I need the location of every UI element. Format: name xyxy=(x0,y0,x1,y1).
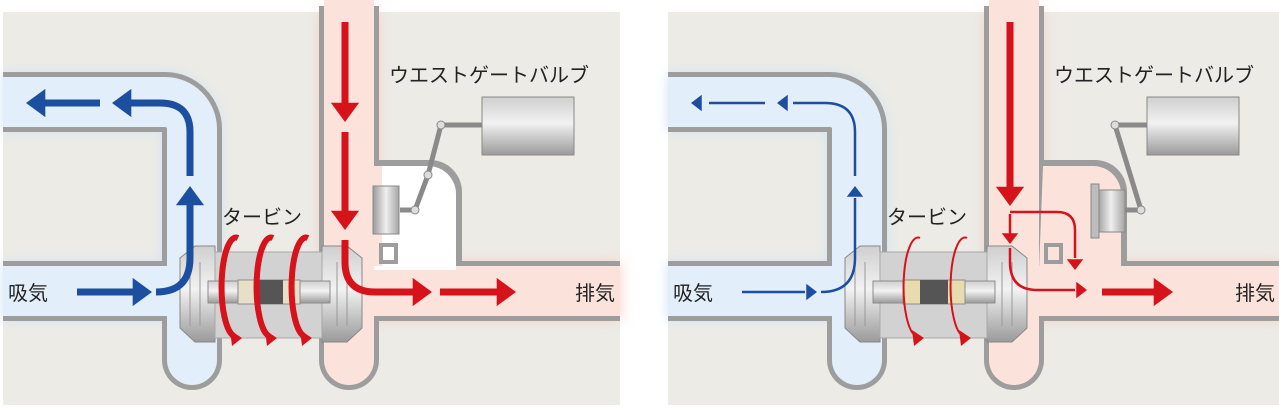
intake-arrow-head xyxy=(846,186,864,197)
intake-arrow-head xyxy=(806,283,817,301)
intake-arrow xyxy=(820,198,857,294)
exhaust-arrow xyxy=(1008,248,1075,292)
rotation-arrow-head xyxy=(300,330,312,346)
actuator-body xyxy=(1146,96,1240,156)
rotation-arrow-head xyxy=(230,330,242,346)
rotation-arrow-head xyxy=(912,330,924,346)
rod-joint xyxy=(423,170,433,180)
valve-face xyxy=(1090,183,1100,239)
shaft-core xyxy=(920,280,948,304)
exhaust-arrow-head xyxy=(995,186,1025,206)
rotation-arrow xyxy=(288,234,310,339)
rotation-arrow xyxy=(218,234,240,339)
rod-joint xyxy=(1110,120,1120,130)
turbine-label: タービン xyxy=(887,205,967,229)
exhaust-arrow-head xyxy=(1153,277,1173,307)
exhaust-arrow-head xyxy=(330,210,360,230)
wastegate-bypass-arrow-head xyxy=(1066,259,1084,270)
intake-label: 吸気 xyxy=(673,281,713,305)
turbocharger xyxy=(844,245,1028,343)
rotation-arrow xyxy=(949,236,968,337)
wastegate-bypass-arrow xyxy=(1010,210,1077,258)
exhaust-arrow-head xyxy=(496,277,516,307)
actuator-body xyxy=(481,96,575,156)
wastegate-actuator xyxy=(1090,96,1240,239)
actuator-rod xyxy=(1112,122,1147,213)
intake-arrow-head xyxy=(132,277,152,307)
exhaust-arrow xyxy=(341,240,415,296)
rotation-arrow-head xyxy=(265,330,277,346)
exhaust-label: 排気 xyxy=(575,281,615,305)
wastegate-valve-label: ウエストゲートバルブ xyxy=(389,63,589,87)
rod-joint xyxy=(436,120,446,130)
intake-arrow-head xyxy=(26,88,46,118)
rotation-arrow xyxy=(902,236,921,337)
turbocharger xyxy=(179,245,363,343)
rod-joint xyxy=(410,205,420,215)
intake-arrow-head xyxy=(175,186,205,206)
exhaust-arrow-head xyxy=(1001,233,1019,244)
wastegate-valve-label: ウエストゲートバルブ xyxy=(1054,63,1254,87)
rod-joint xyxy=(1136,205,1146,215)
intake-arrow xyxy=(155,198,194,296)
intake-arrow-head xyxy=(777,94,788,112)
turbine-housing xyxy=(986,245,1028,343)
intake-arrow-head xyxy=(112,88,132,118)
valve-disc xyxy=(372,185,400,235)
valve-disc xyxy=(1096,189,1126,233)
exhaust-arrow-head xyxy=(412,277,432,307)
wastegate-notch xyxy=(1044,243,1063,264)
intake-arrow-head xyxy=(691,94,702,112)
turbine-label: タービン xyxy=(222,205,302,229)
intake-arrow xyxy=(793,101,857,176)
rotation-arrow xyxy=(253,234,275,339)
panel-wastegate-closed: 吸気 排気 タービン ウエストゲートバルブ xyxy=(3,0,620,405)
wastegate-notch xyxy=(379,243,398,264)
exhaust-label: 排気 xyxy=(1235,281,1275,305)
exhaust-arrow-head xyxy=(330,102,360,122)
intake-arrow xyxy=(128,99,194,176)
panel-wastegate-open: 吸気 排気 タービン ウエストゲートバルブ xyxy=(668,0,1279,405)
exhaust-arrow-head xyxy=(1076,281,1087,299)
wastegate-actuator xyxy=(372,96,575,235)
intake-label: 吸気 xyxy=(8,281,48,305)
rotation-arrow-head xyxy=(959,330,971,346)
